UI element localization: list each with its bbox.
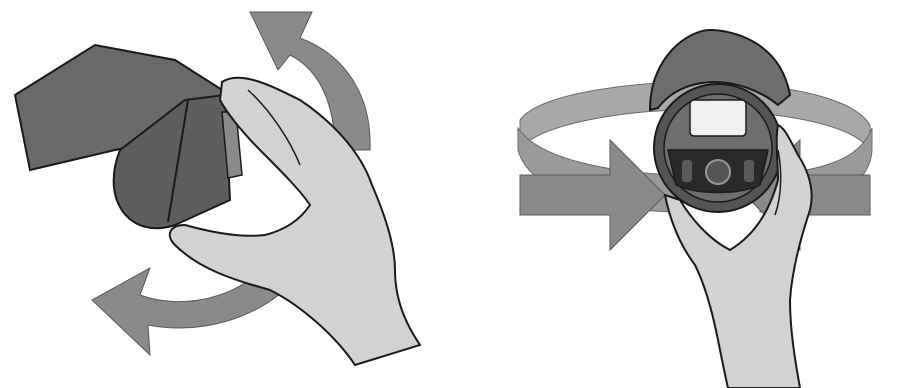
lamp-side-button-right (744, 160, 754, 182)
arrow-left-inward (519, 138, 666, 252)
lamp-visor (648, 28, 792, 112)
hand-right (663, 123, 813, 388)
lamp-window (689, 99, 747, 137)
headband-lamp-illustration (517, 28, 873, 388)
right-panel-headband (460, 0, 920, 388)
lamp-main-button (705, 159, 731, 185)
rotate-lamp-illustration (13, 11, 422, 367)
hand-finger-line (247, 89, 301, 166)
lamp-body (112, 93, 232, 230)
left-panel-rotate-lamp (13, 11, 422, 367)
hand-thumb-line (774, 149, 782, 216)
lamp-side-button-left (682, 160, 692, 182)
hand-left (168, 76, 422, 367)
curved-arrow-top (249, 11, 371, 151)
lamp-seam (167, 99, 189, 223)
